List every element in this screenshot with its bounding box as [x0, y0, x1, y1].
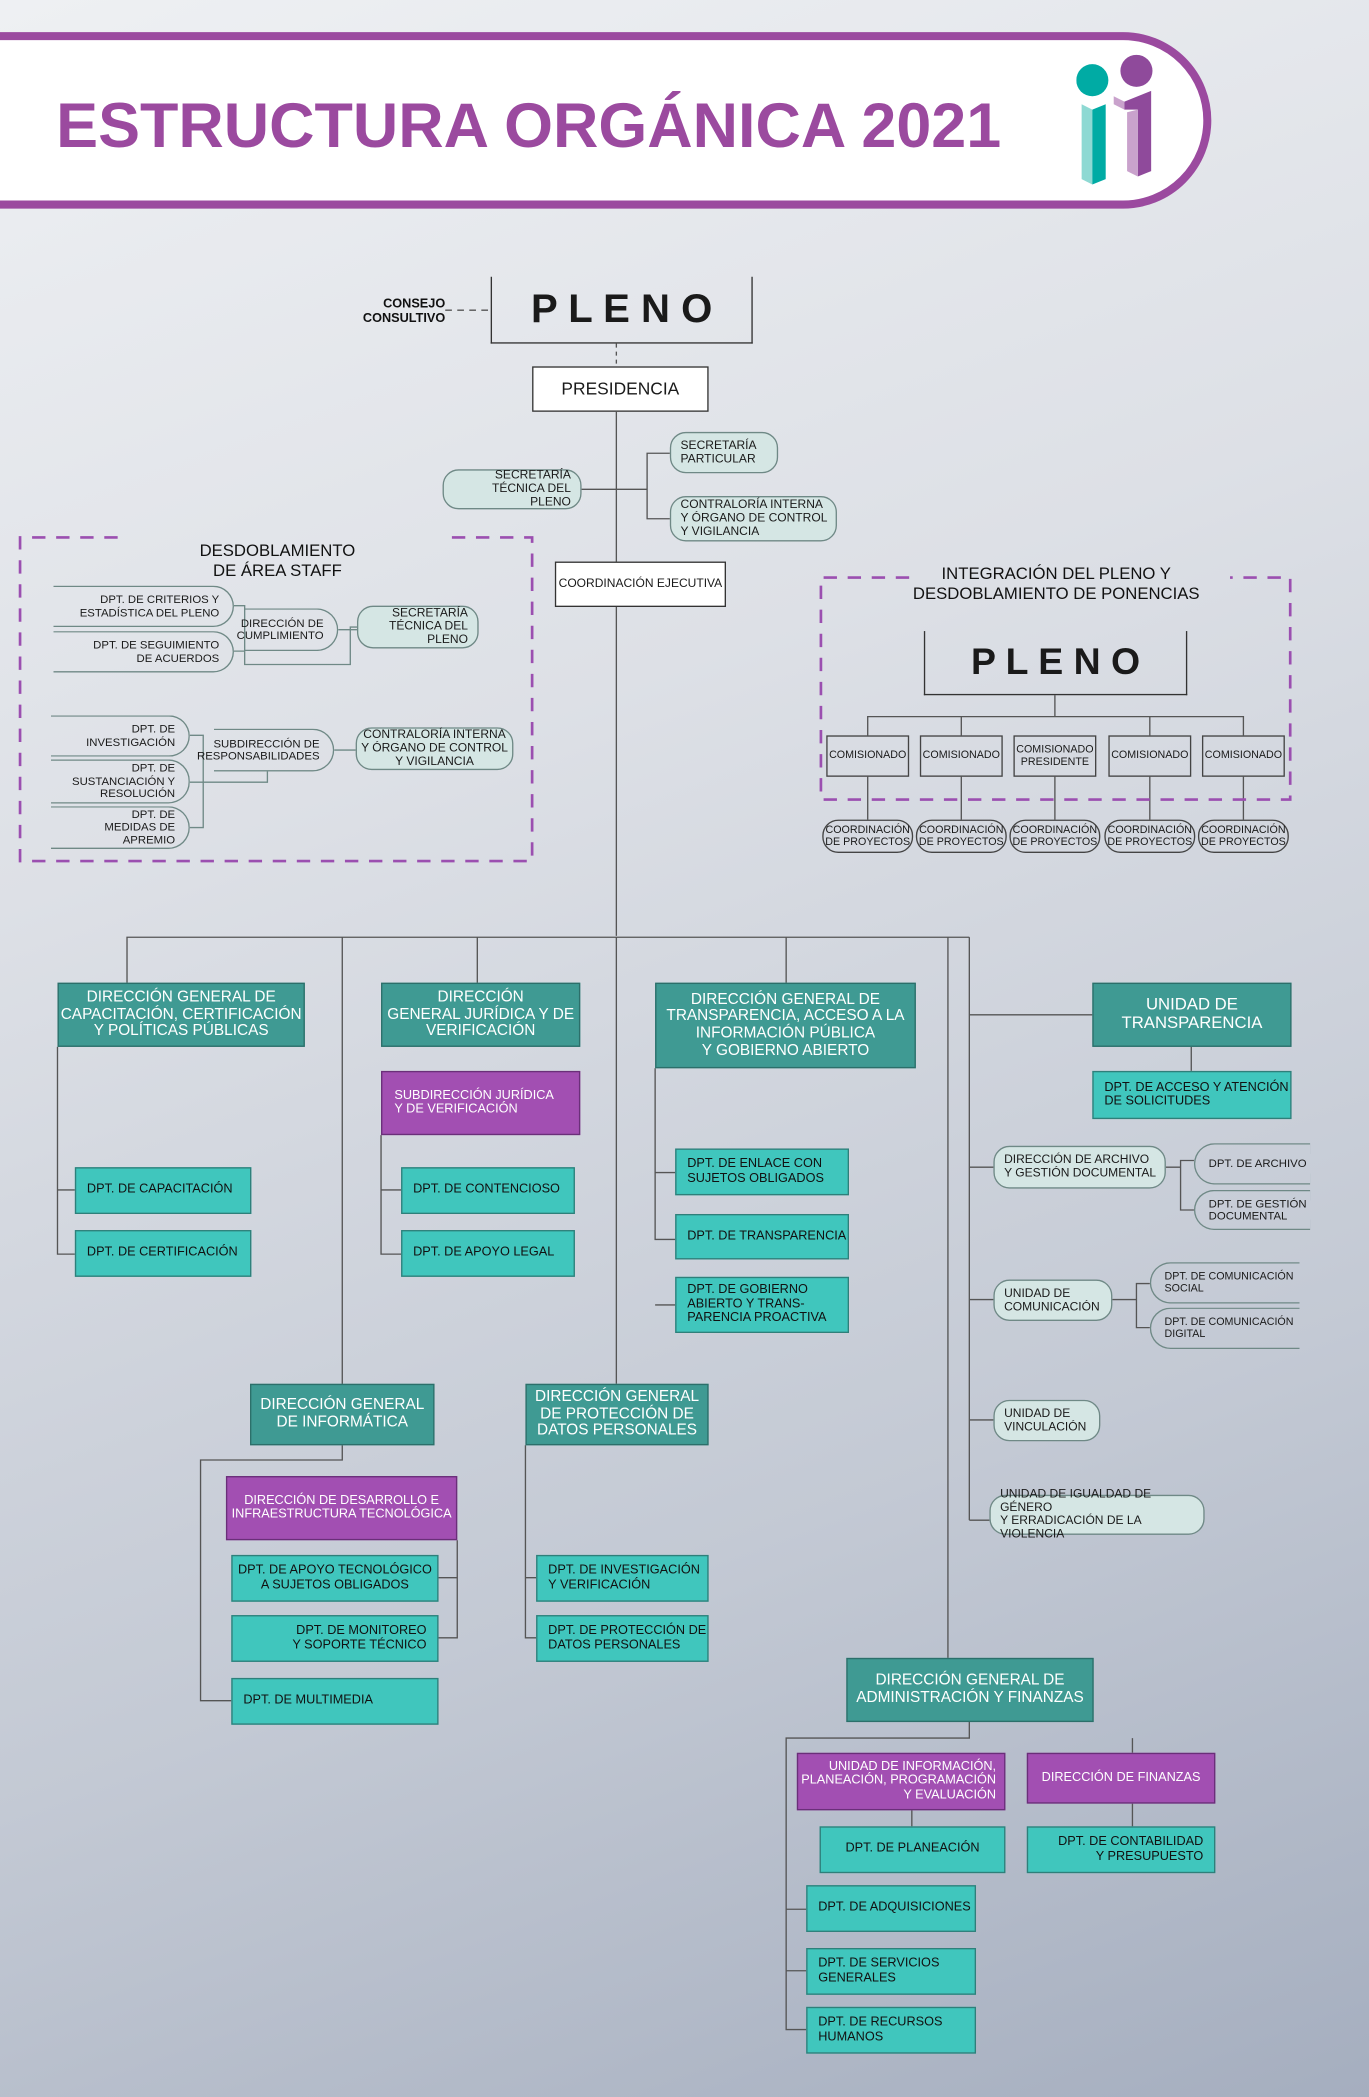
unidad-comunicacion: UNIDAD DE COMUNICACIÓN	[993, 1279, 1113, 1321]
integracion-pleno: P L E N O	[923, 631, 1188, 696]
dpt-investigacion-verificacion: DPT. DE INVESTIGACIÓN Y VERIFICACIÓN	[536, 1554, 709, 1602]
comisionado-5: COMISIONADO	[1201, 735, 1285, 777]
dpt-enlace: DPT. DE ENLACE CON SUJETOS OBLIGADOS	[675, 1148, 849, 1196]
dpt-medidas-apremio: DPT. DE MEDIDAS DE APREMIO	[50, 806, 190, 849]
subdireccion-responsabilidades: SUBDIRECCIÓN DE RESPONSABILIDADES	[197, 728, 335, 772]
dg-proteccion-datos: DIRECCIÓN GENERAL DE PROTECCIÓN DE DATOS…	[525, 1383, 709, 1446]
dpt-acceso-solicitudes: DPT. DE ACCESO Y ATENCIÓN DE SOLICITUDES	[1092, 1070, 1292, 1120]
staff-secretaria-tecnica: SECRETARÍA TÉCNICA DEL PLENO	[356, 605, 479, 649]
dpt-adquisiciones: DPT. DE ADQUISICIONES	[806, 1885, 977, 1932]
comisionado-2: COMISIONADO	[919, 735, 1003, 777]
dpt-comunicacion-digital: DPT. DE COMUNICACIÓN DIGITAL	[1149, 1307, 1300, 1350]
dpt-capacitacion: DPT. DE CAPACITACIÓN	[74, 1167, 252, 1214]
dpt-servicios-generales: DPT. DE SERVICIOS GENERALES	[806, 1948, 977, 1995]
consejo-consultivo: CONSEJO CONSULTIVO	[362, 296, 446, 327]
dpt-certificacion: DPT. DE CERTIFICACIÓN	[74, 1230, 252, 1277]
dpt-apoyo-tecnologico: DPT. DE APOYO TECNOLÓGICO A SUJETOS OBLI…	[231, 1554, 439, 1602]
dpt-criterios: DPT. DE CRITERIOS Y ESTADÍSTICA DEL PLEN…	[53, 585, 234, 628]
logo-icon	[1076, 54, 1153, 185]
direccion-archivo: DIRECCIÓN DE ARCHIVO Y GESTIÓN DOCUMENTA…	[993, 1145, 1166, 1189]
dpt-contencioso: DPT. DE CONTENCIOSO	[401, 1167, 575, 1214]
dpt-recursos-humanos: DPT. DE RECURSOS HUMANOS	[806, 2006, 977, 2054]
dpt-multimedia: DPT. DE MULTIMEDIA	[231, 1677, 439, 1725]
direccion-finanzas: DIRECCIÓN DE FINANZAS	[1026, 1752, 1216, 1804]
direccion-cumplimiento: DIRECCIÓN DE CUMPLIMIENTO	[237, 608, 339, 652]
coordinacion-proyectos-1: COORDINACIÓN DE PROYECTOS	[822, 819, 914, 854]
secretaria-particular: SECRETARÍA PARTICULAR	[669, 431, 779, 474]
staff-contraloria: CONTRALORÍA INTERNA Y ÓRGANO DE CONTROL …	[355, 727, 514, 771]
dpt-investigacion-staff: DPT. DE INVESTIGACIÓN	[50, 715, 190, 757]
coordinacion-proyectos-2: COORDINACIÓN DE PROYECTOS	[915, 819, 1007, 854]
dpt-monitoreo: DPT. DE MONITOREO Y SOPORTE TÉCNICO	[231, 1615, 439, 1662]
comisionado-4: COMISIONADO	[1108, 735, 1192, 777]
dpt-apoyo-legal: DPT. DE APOYO LEGAL	[401, 1230, 575, 1277]
staff-title: DESDOBLAMIENTO DE ÁREA STAFF	[199, 541, 356, 581]
coordinacion-proyectos-3: COORDINACIÓN DE PROYECTOS	[1009, 819, 1101, 854]
pleno-box: P L E N O	[490, 276, 753, 344]
unidad-vinculacion: UNIDAD DE VINCULACIÓN	[993, 1399, 1101, 1442]
coordinacion-ejecutiva: COORDINACIÓN EJECUTIVA	[554, 561, 726, 607]
unidad-transparencia: UNIDAD DE TRANSPARENCIA	[1092, 982, 1292, 1047]
dpt-sustanciacion: DPT. DE SUSTANCIACIÓN Y RESOLUCIÓN	[50, 759, 190, 804]
dg-transparencia: DIRECCIÓN GENERAL DE TRANSPARENCIA, ACCE…	[655, 982, 916, 1069]
unidad-informacion-planeacion: UNIDAD DE INFORMACIÓN, PLANEACIÓN, PROGR…	[796, 1752, 1006, 1811]
coordinacion-proyectos-4: COORDINACIÓN DE PROYECTOS	[1104, 819, 1196, 854]
comisionado-1: COMISIONADO	[826, 735, 910, 777]
unidad-igualdad-genero: UNIDAD DE IGUALDAD DE GÉNERO Y ERRADICAC…	[989, 1487, 1205, 1540]
comisionado-presidente: COMISIONADO PRESIDENTE	[1013, 735, 1097, 777]
dpt-comunicacion-social: DPT. DE COMUNICACIÓN SOCIAL	[1149, 1262, 1300, 1304]
dg-administracion: DIRECCIÓN GENERAL DE ADMINISTRACIÓN Y FI…	[846, 1657, 1094, 1723]
secretaria-tecnica: SECRETARÍA TÉCNICA DEL PLENO	[442, 468, 582, 510]
presidencia-box: PRESIDENCIA	[532, 366, 709, 412]
dpt-proteccion-datos: DPT. DE PROTECCIÓN DE DATOS PERSONALES	[536, 1615, 709, 1662]
dpt-planeacion: DPT. DE PLANEACIÓN	[819, 1826, 1006, 1874]
dg-juridica: DIRECCIÓN GENERAL JURÍDICA Y DE VERIFICA…	[381, 982, 581, 1047]
page-title: ESTRUCTURA ORGÁNICA 2021	[56, 89, 1002, 161]
dpt-gestion-documental: DPT. DE GESTIÓN DOCUMENTAL	[1193, 1189, 1311, 1231]
dpt-seguimiento: DPT. DE SEGUIMIENTO DE ACUERDOS	[53, 631, 234, 673]
contraloria-interna: CONTRALORÍA INTERNA Y ÓRGANO DE CONTROL …	[669, 496, 837, 542]
subdireccion-juridica: SUBDIRECCIÓN JURÍDICA Y DE VERIFICACIÓN	[381, 1070, 581, 1136]
coordinacion-proyectos-5: COORDINACIÓN DE PROYECTOS	[1197, 819, 1289, 854]
dpt-gobierno-abierto: DPT. DE GOBIERNO ABIERTO Y TRANS- PARENC…	[675, 1276, 849, 1333]
dpt-transparencia: DPT. DE TRANSPARENCIA	[675, 1213, 849, 1260]
dpt-contabilidad: DPT. DE CONTABILIDAD Y PRESUPUESTO	[1026, 1826, 1216, 1874]
direccion-desarrollo: DIRECCIÓN DE DESARROLLO E INFRAESTRUCTUR…	[225, 1476, 458, 1541]
integracion-title: INTEGRACIÓN DEL PLENO Y DESDOBLAMIENTO D…	[912, 564, 1200, 603]
dpt-archivo: DPT. DE ARCHIVO	[1193, 1143, 1311, 1185]
dg-capacitacion: DIRECCIÓN GENERAL DE CAPACITACIÓN, CERTI…	[57, 982, 305, 1047]
dg-informatica: DIRECCIÓN GENERAL DE INFORMÁTICA	[250, 1383, 435, 1446]
